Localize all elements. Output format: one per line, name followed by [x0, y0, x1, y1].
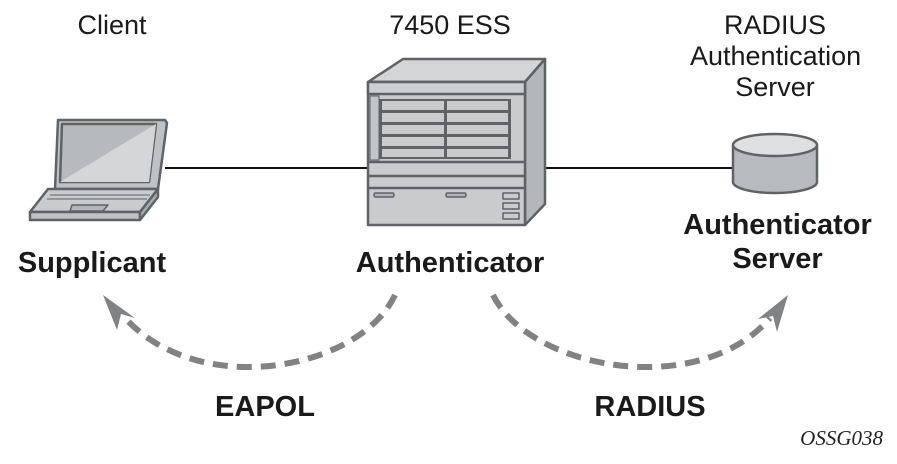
figure-id: OSSG038 — [800, 426, 883, 450]
authenticator-label: Authenticator — [355, 247, 545, 279]
arrowhead-icon — [103, 295, 135, 330]
authenticator-server-label-line2: Server — [732, 243, 823, 275]
radius-server-label: RADIUS Authentication Server — [690, 10, 862, 103]
supplicant-label: Supplicant — [17, 247, 167, 279]
laptop-icon — [28, 118, 169, 222]
authenticator-server-label-line1: Authenticator — [683, 209, 872, 241]
radius-label: RADIUS — [594, 391, 706, 423]
authenticator-server-label: Authenticator Server — [665, 208, 890, 276]
switch-chassis-icon — [366, 57, 547, 227]
arrowhead-icon — [758, 295, 788, 332]
radius-arrow — [490, 293, 788, 370]
radius-server-label-line3: Server — [735, 72, 815, 102]
eapol-arrow — [103, 293, 398, 371]
eapol-label: EAPOL — [215, 391, 315, 423]
client-label: Client — [77, 10, 147, 40]
server-database-icon — [731, 132, 819, 195]
radius-server-label-line1: RADIUS — [723, 10, 826, 40]
radius-server-label-line2: Authentication — [690, 41, 862, 71]
switch-model-label: 7450 ESS — [389, 10, 511, 40]
